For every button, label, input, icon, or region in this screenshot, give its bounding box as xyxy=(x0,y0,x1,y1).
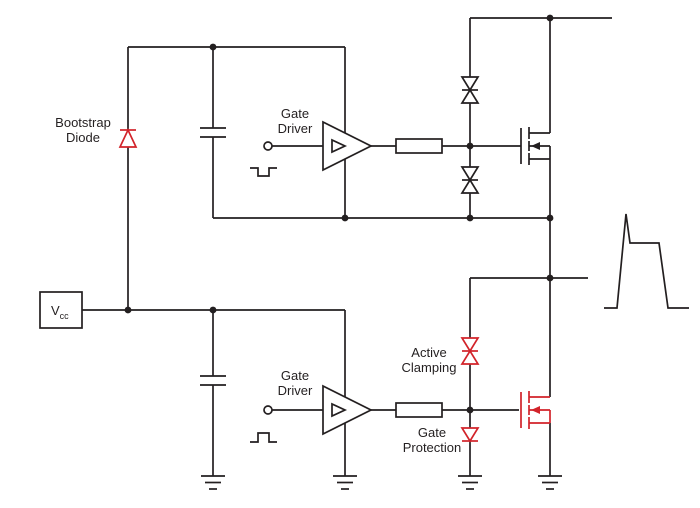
gate-protection-label-line2: Protection xyxy=(403,440,462,455)
gate-resistor-icon-low-side xyxy=(395,402,443,418)
gate-driver-icon-low-side xyxy=(250,384,373,443)
active-clamping-label-line2: Clamping xyxy=(402,360,457,375)
output-waveform-icon xyxy=(604,213,689,309)
bootstrap-diode-icon xyxy=(118,128,138,148)
gate-driver-high-label-line1: Gate xyxy=(281,106,309,121)
capacitor-icon-high-side xyxy=(200,127,226,138)
input-pulse-icon-low-side xyxy=(250,432,277,443)
gate-resistor-icon-high-side xyxy=(395,138,443,154)
buffer-inner-triangle-icon xyxy=(331,402,348,418)
buffer-inner-triangle-icon xyxy=(331,138,348,154)
tvs-diode-icon-gate-drain xyxy=(460,76,480,104)
gate-protection-label-line1: Gate xyxy=(418,425,446,440)
ground-icon-gate-protection xyxy=(458,475,482,490)
mosfet-icon-low-side xyxy=(520,391,551,429)
input-pulse-icon-high-side xyxy=(250,167,277,177)
gate-driver-low-label-line1: Gate xyxy=(281,368,309,383)
gate-driver-low-label-line2: Driver xyxy=(278,383,313,398)
bootstrap-diode-label-line2: Diode xyxy=(66,130,100,145)
capacitor-icon-low-side xyxy=(200,375,226,386)
mosfet-icon-high-side xyxy=(520,127,550,165)
gate-protection-diode-icon xyxy=(460,427,480,443)
vcc-label: Vcc xyxy=(51,303,69,321)
input-terminal-low-side xyxy=(263,405,273,415)
gate-driver-high-label-line2: Driver xyxy=(278,121,313,136)
bootstrap-diode-label-line1: Bootstrap xyxy=(55,115,111,130)
ground-icon-capacitor xyxy=(201,475,225,490)
input-terminal-high-side xyxy=(263,141,273,151)
ground-icon-mosfet-source xyxy=(538,475,562,490)
tvs-diode-icon-gate-source xyxy=(460,166,480,194)
ground-icon-driver xyxy=(333,475,357,490)
junction-dots xyxy=(124,14,554,414)
vcc-source-box: Vcc xyxy=(39,291,83,329)
active-clamping-label-line1: Active xyxy=(411,345,446,360)
gate-driver-icon-high-side xyxy=(250,120,373,177)
mosfet-body-arrow-icon xyxy=(531,142,540,150)
mosfet-body-arrow-icon xyxy=(531,406,540,414)
active-clamp-tvs-icon xyxy=(460,337,480,365)
